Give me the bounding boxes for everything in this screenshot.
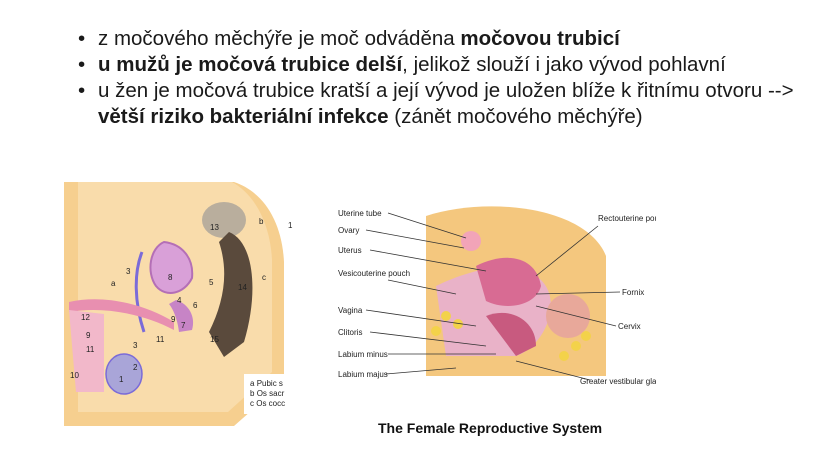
male-label: 3 bbox=[133, 341, 138, 350]
male-label: 15 bbox=[210, 335, 219, 344]
bullet-bold-text: větší riziko bakteriální infekce bbox=[98, 105, 389, 128]
male-label: 14 bbox=[238, 283, 247, 292]
male-figure-numbers: 13 b 1 3 8 a c 4 5 14 6 12 9 7 9 11 11 1… bbox=[70, 217, 293, 384]
bullet-bold-text: u mužů je močová trubice delší bbox=[98, 53, 403, 76]
male-label: 10 bbox=[70, 371, 79, 380]
bullet-text: , jelikož slouží i jako vývod pohlavní bbox=[402, 53, 726, 76]
male-label: c bbox=[262, 273, 266, 282]
female-label: Uterus bbox=[338, 246, 362, 255]
female-anatomy-figure: Uterine tube Ovary Uterus Vesicouterine … bbox=[336, 196, 656, 408]
male-label: b bbox=[259, 217, 264, 226]
bullet-bold-text: močovou trubicí bbox=[460, 27, 620, 50]
male-legend: a Pubic s b Os sacr c Os cocc bbox=[250, 379, 285, 408]
female-labels-right: Rectouterine pouch Fornix Cervix Greater… bbox=[580, 214, 656, 386]
male-label: 2 bbox=[133, 363, 138, 372]
bullet-item: z močového měchýře je moč odváděna močov… bbox=[78, 26, 798, 52]
female-label: Clitoris bbox=[338, 328, 362, 337]
bullet-list: z močového měchýře je moč odváděna močov… bbox=[78, 26, 798, 130]
male-label: 9 bbox=[86, 331, 91, 340]
bullet-item: u žen je močová trubice kratší a její vý… bbox=[78, 78, 798, 130]
male-label: 6 bbox=[193, 301, 198, 310]
male-label: 12 bbox=[81, 313, 90, 322]
male-label: 11 bbox=[156, 335, 165, 344]
male-label: 1 bbox=[288, 221, 293, 230]
male-label: 7 bbox=[181, 321, 186, 330]
female-figure-caption: The Female Reproductive System bbox=[378, 420, 603, 436]
male-label: 3 bbox=[126, 267, 131, 276]
bullet-item: u mužů je močová trubice delší, jelikož … bbox=[78, 52, 798, 78]
male-label: 13 bbox=[210, 223, 219, 232]
female-label: Labium majus bbox=[338, 370, 388, 379]
female-label: Ovary bbox=[338, 226, 359, 235]
male-label: 8 bbox=[168, 273, 173, 282]
male-label: 5 bbox=[209, 278, 214, 287]
female-label: Cervix bbox=[618, 322, 641, 331]
female-label: Greater vestibular gland bbox=[580, 377, 656, 386]
male-label: 9 bbox=[171, 315, 176, 324]
female-label: Vagina bbox=[338, 306, 363, 315]
male-label: 4 bbox=[177, 296, 182, 305]
male-anatomy-figure: 13 b 1 3 8 a c 4 5 14 6 12 9 7 9 11 11 1… bbox=[64, 182, 300, 426]
bullet-text: u žen je močová trubice kratší a její vý… bbox=[98, 79, 794, 102]
male-label: a bbox=[111, 279, 116, 288]
female-label: Labium minus bbox=[338, 350, 388, 359]
female-label: Rectouterine pouch bbox=[598, 214, 656, 223]
female-label: Uterine tube bbox=[338, 209, 382, 218]
bullet-text: (zánět močového měchýře) bbox=[388, 105, 643, 128]
svg-text:c Os cocc: c Os cocc bbox=[250, 399, 285, 408]
male-label: 11 bbox=[86, 345, 95, 354]
svg-text:b Os sacr: b Os sacr bbox=[250, 389, 285, 398]
svg-text:a Pubic s: a Pubic s bbox=[250, 379, 283, 388]
female-labels-left: Uterine tube Ovary Uterus Vesicouterine … bbox=[338, 209, 410, 379]
female-label: Vesicouterine pouch bbox=[338, 269, 410, 278]
female-label: Fornix bbox=[622, 288, 644, 297]
bullet-text: z močového měchýře je moč odváděna bbox=[98, 27, 461, 50]
male-label: 1 bbox=[119, 375, 124, 384]
